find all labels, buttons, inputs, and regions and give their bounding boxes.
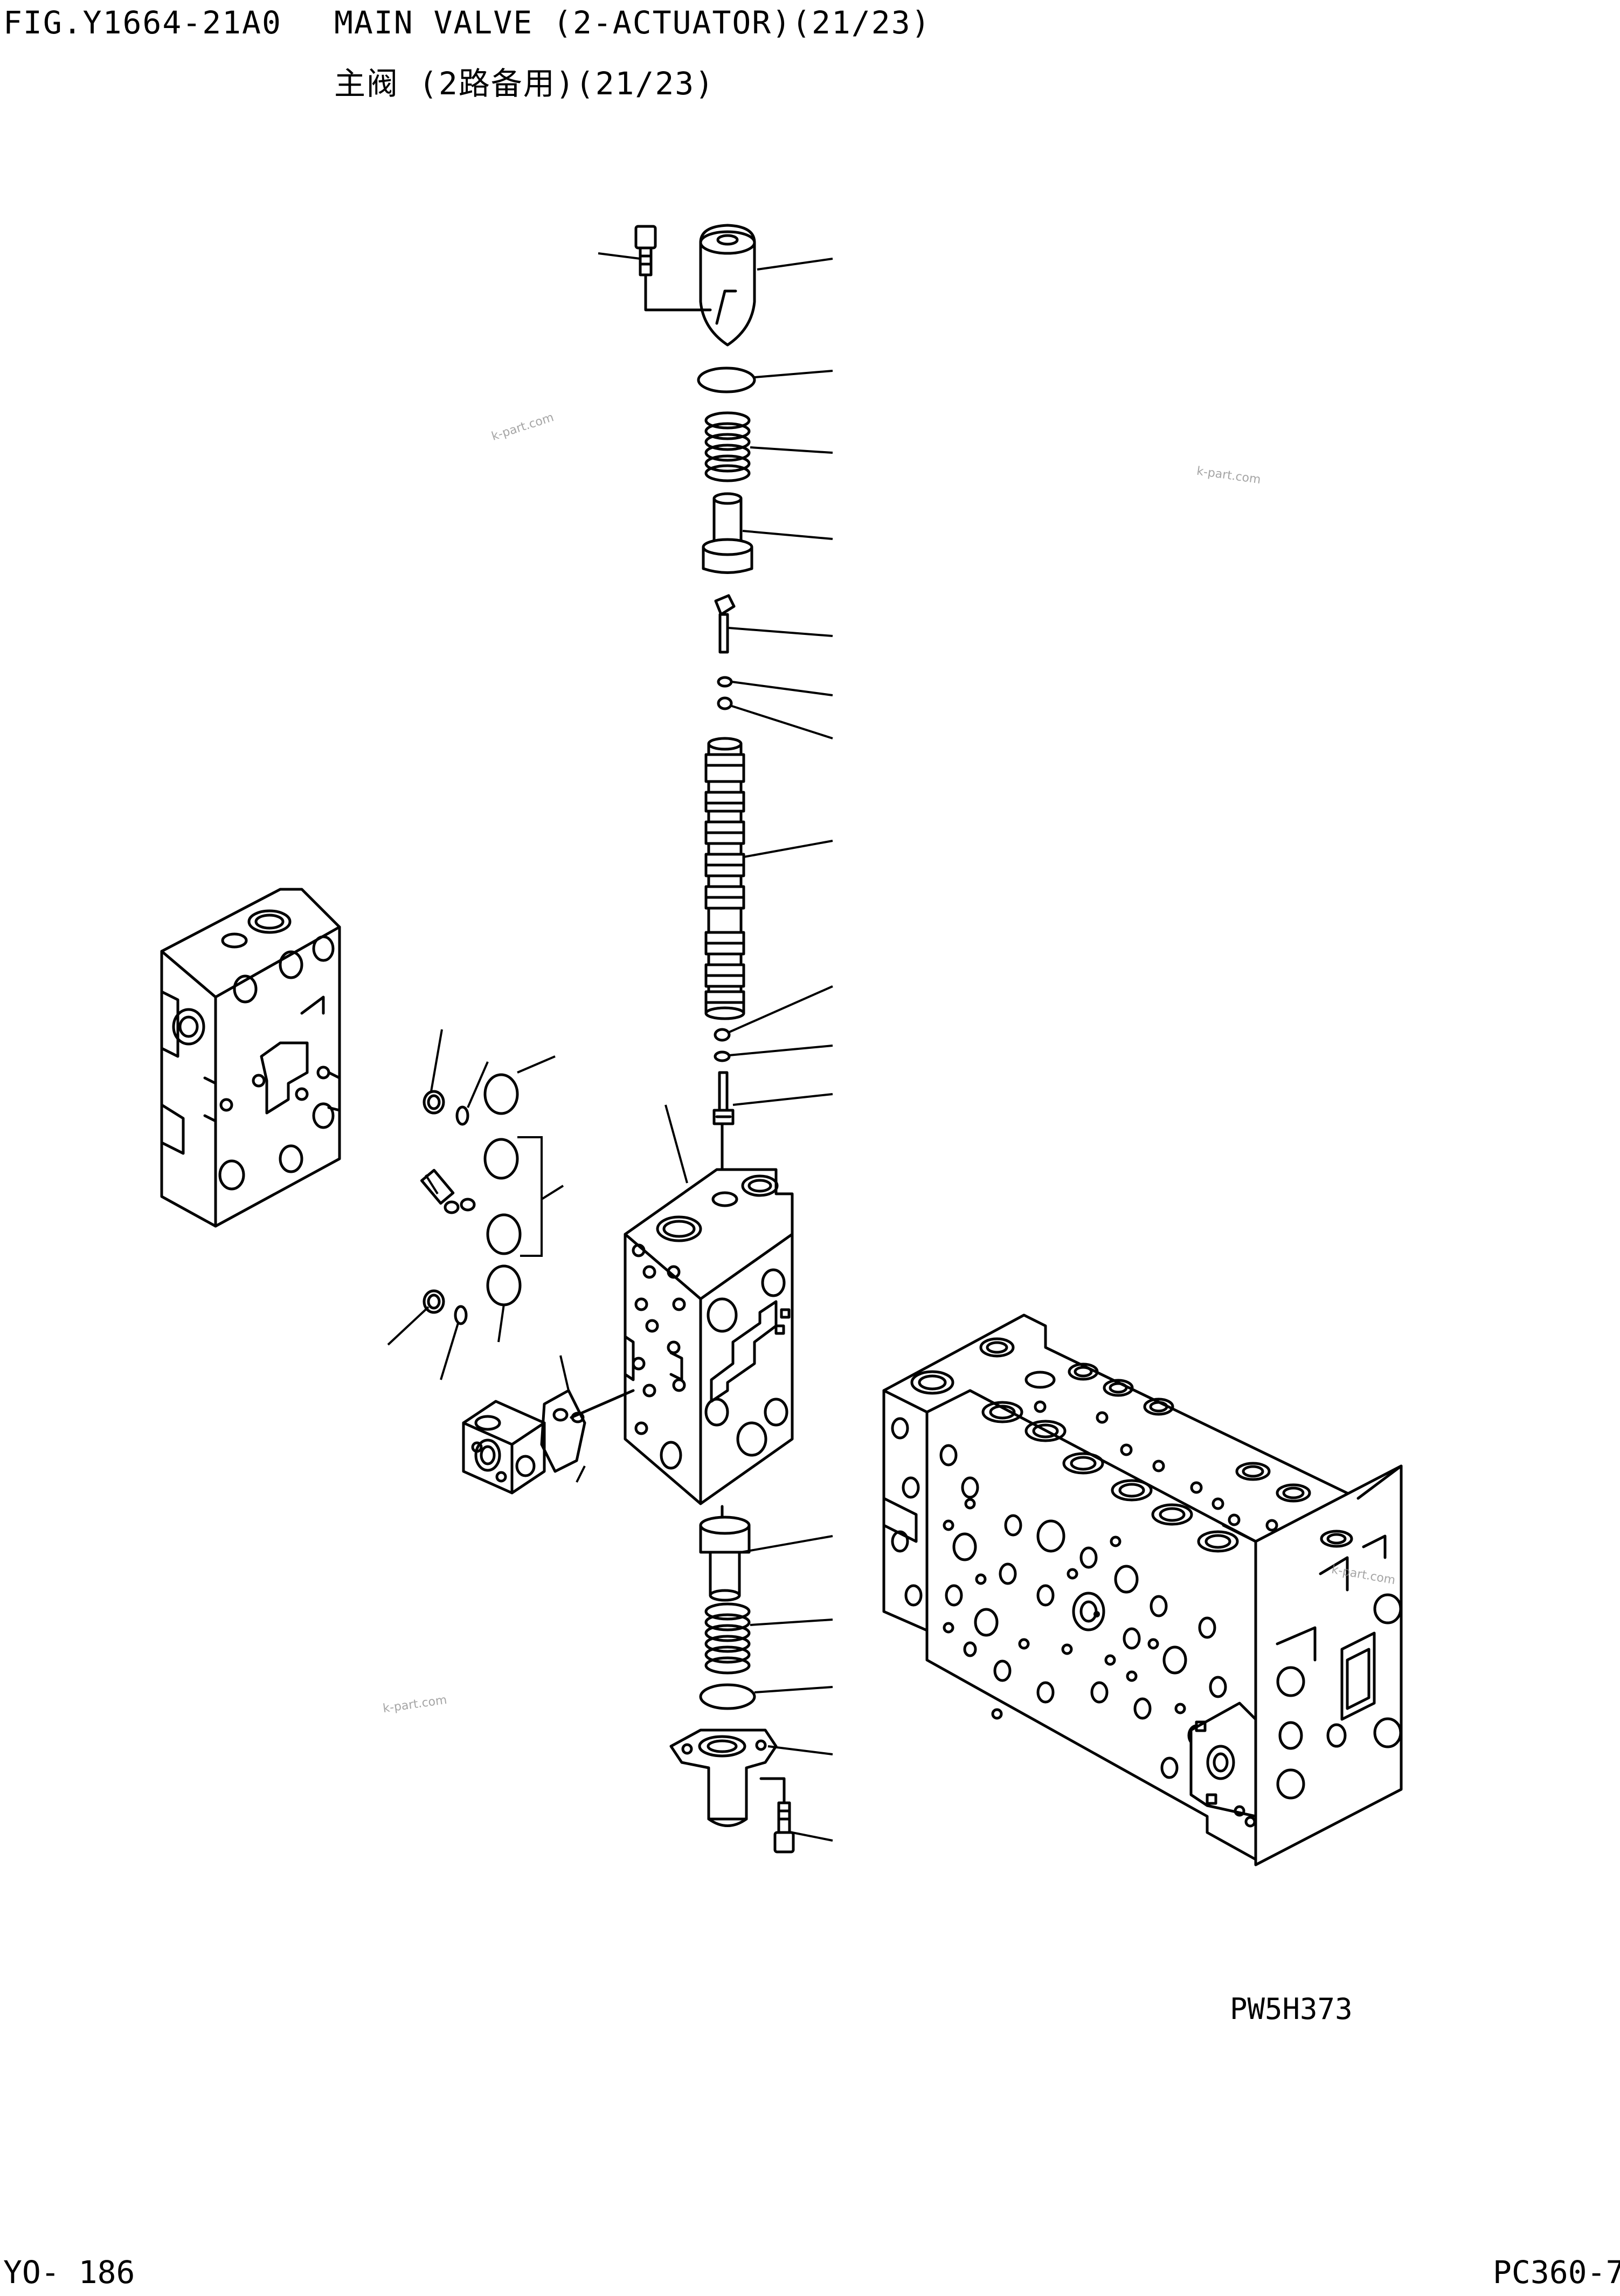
leader-pin <box>425 1174 439 1195</box>
backup-ring-lower <box>714 1050 731 1062</box>
cap-bolt-top <box>634 225 712 312</box>
leader-retainer-bottom <box>740 1535 833 1553</box>
bolt-line-cover <box>570 1389 635 1419</box>
machine-model: PC360-7 <box>1493 2254 1620 2291</box>
drawing-code: PW5H373 <box>1230 1992 1353 2026</box>
o-ring-small-lower <box>714 1028 731 1042</box>
page-number: YO- 186 <box>3 2254 135 2291</box>
leader-seal-bracket <box>517 1136 543 1257</box>
leader-seal-3 <box>517 1055 556 1074</box>
leader-bolt-bottom <box>792 1831 833 1842</box>
pilot-cover-block <box>462 1400 546 1495</box>
spring-retainer-top <box>702 492 753 574</box>
adjacent-valve-section <box>160 888 341 1228</box>
leader-spring-top <box>750 446 833 454</box>
stopper-pin <box>714 594 736 654</box>
leader-cap-bottom <box>767 1745 833 1755</box>
main-valve-assembly <box>882 1313 1403 1866</box>
leader-backup-ring-lower <box>729 1045 833 1056</box>
plug-lower <box>712 1071 735 1125</box>
leader-bolt-top <box>598 252 641 260</box>
leader-o-ring-bottom <box>754 1686 833 1693</box>
leader-spring-bottom <box>750 1619 833 1626</box>
o-ring-bottom <box>699 1683 756 1710</box>
leader-seal-5 <box>440 1323 459 1380</box>
valve-spool <box>704 737 745 1020</box>
seal-kit-left <box>420 1073 522 1325</box>
leader-o-ring-small-upper <box>731 705 833 739</box>
leader-o-ring-small-lower <box>729 985 833 1033</box>
leader-retainer-top <box>742 530 833 540</box>
spring-bottom <box>704 1602 751 1675</box>
leader-valve-section <box>664 1104 688 1184</box>
leader-backup-ring-upper <box>731 681 833 696</box>
leader-seal-6 <box>497 1304 505 1343</box>
leader-stopper-pin <box>728 627 833 637</box>
o-ring-top <box>697 366 756 393</box>
valve-section-block <box>624 1168 794 1505</box>
figure-id: FIG.Y1664-21A0 <box>3 4 282 41</box>
leader-cover-bolt <box>576 1465 586 1483</box>
leader-valve-spool <box>743 840 833 858</box>
leader-plug-lower <box>732 1093 833 1106</box>
spring-top <box>704 411 751 482</box>
figure-title-english: MAIN VALVE (2-ACTUATOR)(21/23) <box>334 4 931 41</box>
spool-cap-bottom <box>669 1728 778 1827</box>
figure-title-chinese: 主阀 (2路备用)(21/23) <box>334 65 715 102</box>
leader-seal-2 <box>467 1061 489 1108</box>
leader-cap-top <box>757 258 833 271</box>
leader-seal-bracket-tail <box>541 1185 564 1200</box>
leader-o-ring-top <box>754 370 833 378</box>
leader-seal-4 <box>387 1306 430 1346</box>
backup-ring-upper <box>717 676 733 688</box>
gasket-plate <box>540 1389 586 1473</box>
leader-seal-1 <box>430 1029 443 1092</box>
spring-retainer-bottom <box>699 1516 751 1602</box>
o-ring-small-upper <box>717 696 733 710</box>
spool-cap-top <box>699 224 756 347</box>
leader-gasket <box>559 1355 570 1391</box>
cap-bolt-bottom <box>759 1777 795 1854</box>
